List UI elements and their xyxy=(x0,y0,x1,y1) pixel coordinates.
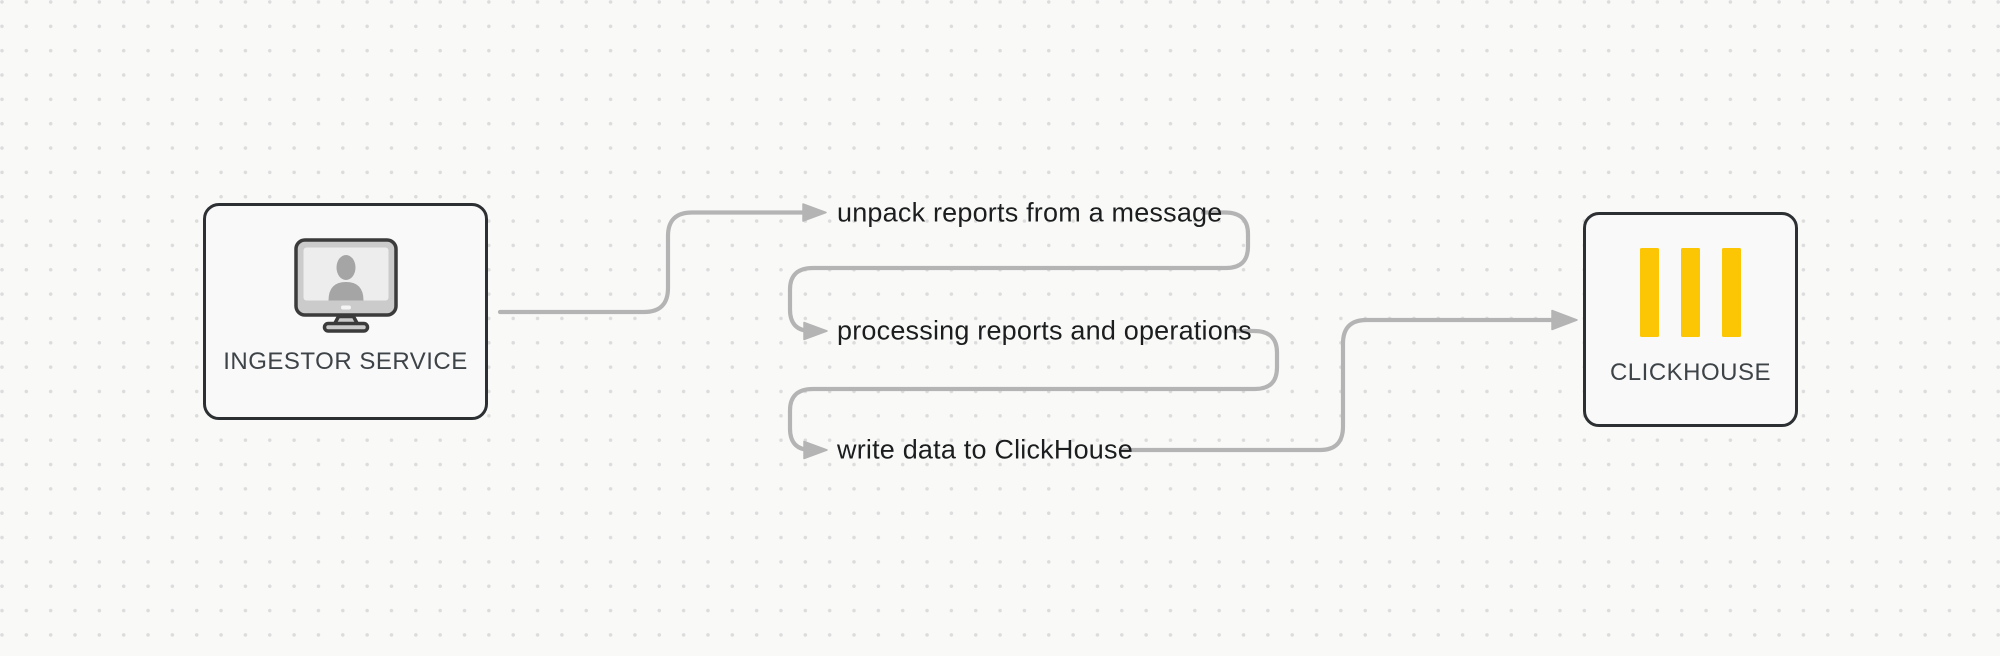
arrow-icon-step2 xyxy=(803,321,828,341)
clickhouse-label: CLICKHOUSE xyxy=(1609,359,1772,386)
connector-step2-to-step3 xyxy=(787,328,1280,453)
connector-step1-to-step2 xyxy=(787,210,1251,334)
step-label-write-data: write data to ClickHouse xyxy=(837,434,1133,465)
clickhouse-bar xyxy=(1681,248,1700,337)
monitor-user-icon xyxy=(293,238,398,333)
node-ingestor-service[interactable]: INGESTOR SERVICE xyxy=(203,203,488,420)
step-label-processing-reports: processing reports and operations xyxy=(837,315,1252,346)
step-label-unpack-reports: unpack reports from a message xyxy=(837,197,1223,227)
ingestor-service-label: INGESTOR SERVICE xyxy=(223,348,468,375)
user-head-shape xyxy=(336,255,355,280)
arrow-icon-step1 xyxy=(802,203,827,222)
arrow-icon-step3 xyxy=(803,440,828,460)
node-clickhouse[interactable]: CLICKHOUSE xyxy=(1583,212,1798,427)
connector-step3-to-clickhouse xyxy=(1121,317,1555,453)
clickhouse-bar xyxy=(1722,248,1741,337)
clickhouse-bar xyxy=(1640,248,1659,337)
clickhouse-bars-icon xyxy=(1640,248,1741,337)
connector-ingestor-to-step1 xyxy=(497,210,806,315)
user-shoulders-shape xyxy=(328,282,363,301)
arrow-icon-clickhouse xyxy=(1551,309,1578,331)
